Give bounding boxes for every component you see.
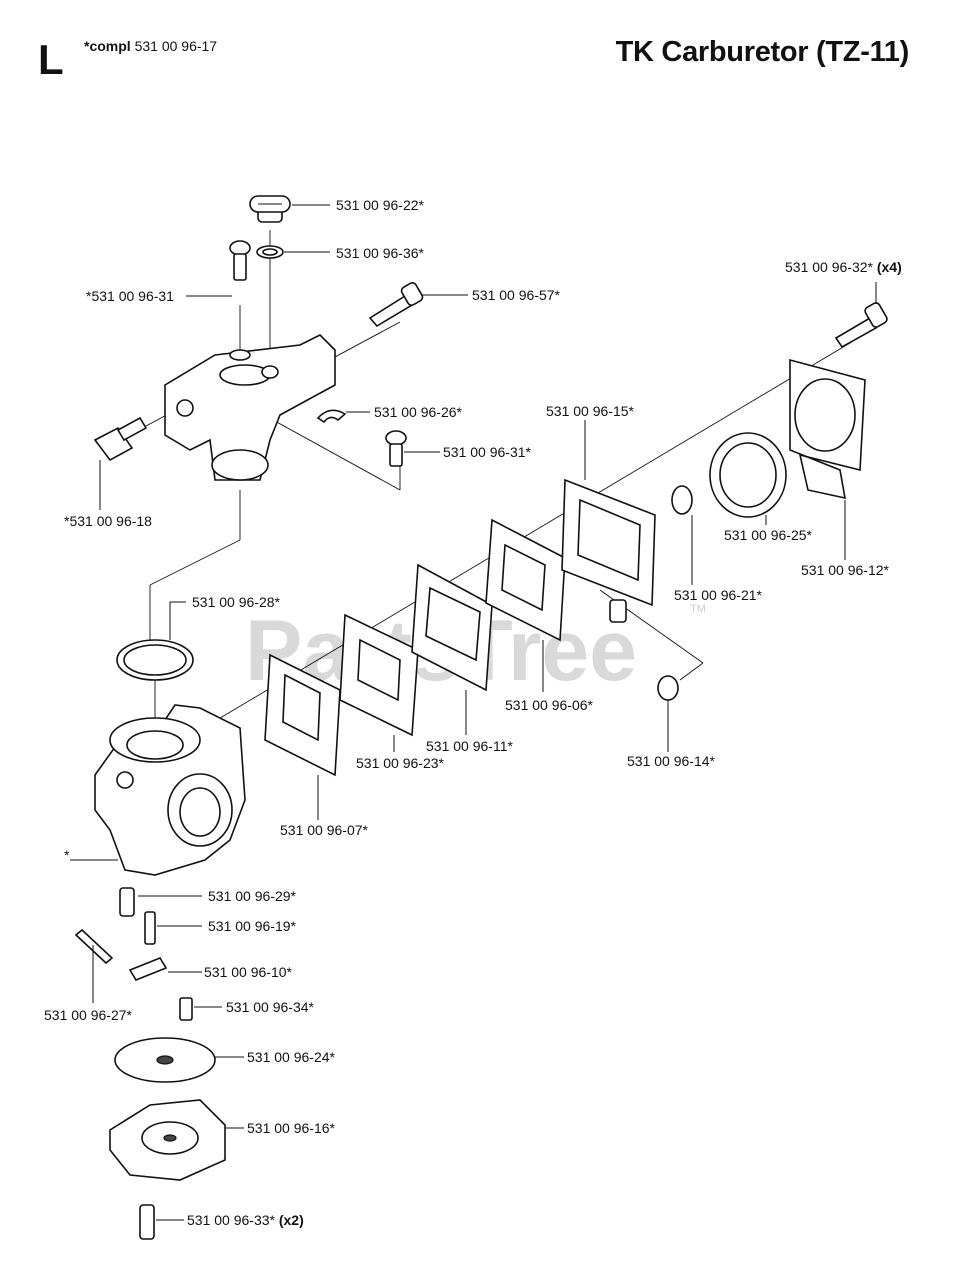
callout-26: 531 00 96-26*	[374, 404, 463, 420]
callout-31-left: *531 00 96-31	[86, 288, 174, 304]
callout-10: 531 00 96-10*	[204, 964, 293, 980]
callout-34: 531 00 96-34*	[226, 999, 315, 1015]
screw-34[interactable]	[179, 997, 222, 1021]
callout-32-number: 531 00 96-32*	[785, 259, 874, 275]
o-ring-28[interactable]	[116, 601, 194, 681]
callout-19: 531 00 96-19*	[208, 918, 297, 934]
o-ring-36[interactable]	[256, 245, 330, 259]
callout-25: 531 00 96-25*	[724, 527, 813, 543]
callout-28: 531 00 96-28*	[192, 594, 281, 610]
page-title: TK Carburetor (TZ-11)	[615, 36, 910, 68]
callout-11: 531 00 96-11*	[426, 738, 513, 754]
adjust-screw-18[interactable]	[93, 416, 148, 510]
callout-32: 531 00 96-32* (x4)	[785, 259, 902, 275]
needle-valve-19[interactable]	[144, 911, 202, 945]
pump-diaphragm-06[interactable]	[485, 518, 566, 692]
callout-16: 531 00 96-16*	[247, 1120, 336, 1136]
spring-29[interactable]	[119, 887, 202, 917]
section-letter: L	[38, 36, 64, 83]
callout-14: 531 00 96-14*	[627, 753, 716, 769]
callout-21: 531 00 96-21*	[674, 587, 763, 603]
check-valve-21[interactable]	[671, 485, 693, 585]
pin-27[interactable]	[74, 928, 114, 1003]
diaphragm-23[interactable]	[339, 613, 419, 752]
callout-57: 531 00 96-57*	[472, 287, 561, 303]
e-clip-26[interactable]	[316, 409, 370, 424]
callout-31-right: 531 00 96-31*	[443, 444, 532, 460]
gasket-07[interactable]	[264, 653, 341, 820]
callout-06: 531 00 96-06*	[505, 697, 594, 713]
callout-18: *531 00 96-18	[64, 513, 152, 529]
callout-36: 531 00 96-36*	[336, 245, 425, 261]
lever-10[interactable]	[128, 957, 202, 981]
compl-label: *compl	[84, 38, 131, 54]
metering-diaphragm-24[interactable]	[114, 1037, 244, 1083]
callout-33-qty: (x2)	[279, 1212, 304, 1228]
pump-cover-15[interactable]	[561, 420, 656, 623]
callout-15: 531 00 96-15*	[546, 403, 635, 419]
callout-27: 531 00 96-27*	[44, 1007, 133, 1023]
callout-24: 531 00 96-24*	[247, 1049, 336, 1065]
screw-31-top[interactable]	[186, 240, 251, 297]
callout-32-qty: (x4)	[877, 259, 902, 275]
callout-33-number: 531 00 96-33*	[187, 1212, 276, 1228]
callout-07: 531 00 96-07*	[280, 822, 369, 838]
screw-31-right[interactable]	[385, 430, 440, 467]
callout-29: 531 00 96-29*	[208, 888, 297, 904]
throttle-body-casting[interactable]	[164, 334, 336, 481]
callout-33: 531 00 96-33* (x2)	[187, 1212, 304, 1228]
screw-32[interactable]	[834, 282, 888, 349]
watermark-trademark: TM	[690, 603, 706, 615]
screw-57[interactable]	[368, 281, 468, 328]
callout-23: 531 00 96-23*	[356, 755, 445, 771]
screw-33[interactable]	[139, 1204, 184, 1240]
inlet-plug-14[interactable]	[657, 675, 679, 752]
gasket-11[interactable]	[411, 563, 493, 735]
callout-12: 531 00 96-12*	[801, 562, 890, 578]
idle-screw-22[interactable]	[249, 195, 330, 223]
primer-bulb-25[interactable]	[709, 432, 787, 525]
metering-cover-16[interactable]	[109, 1099, 244, 1181]
compl-number: 531 00 96-17	[134, 38, 218, 54]
callout-body-star: *	[64, 847, 70, 863]
compl-reference: *compl 531 00 96-17	[84, 38, 217, 54]
carburetor-body[interactable]	[70, 704, 246, 876]
retainer-plate-12[interactable]	[789, 358, 866, 560]
callout-22: 531 00 96-22*	[336, 197, 425, 213]
